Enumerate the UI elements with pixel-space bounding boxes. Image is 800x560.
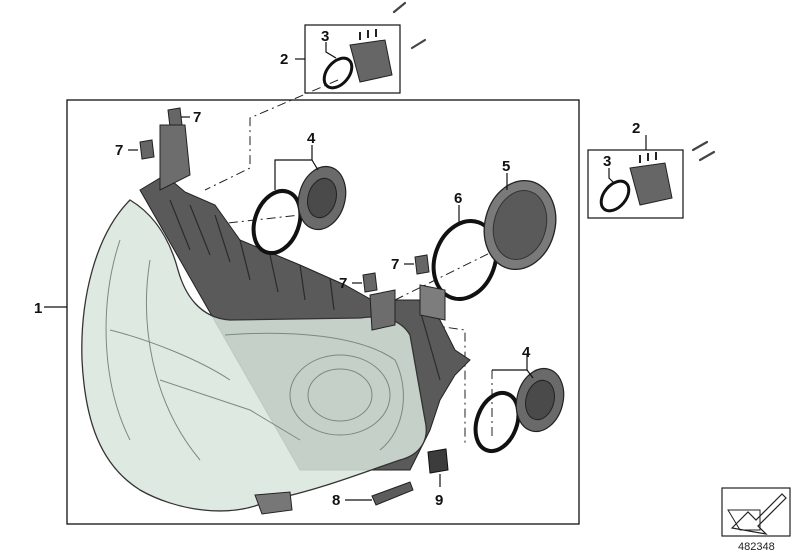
sealing-ring-upper	[251, 189, 303, 255]
sealing-ring-large	[431, 219, 499, 301]
bulb-cap-upper	[251, 165, 347, 255]
headlight-lens	[81, 199, 427, 512]
subassembly-right-parts	[599, 152, 673, 213]
arrow-navigation-icon	[721, 487, 791, 537]
subassembly-box-right	[587, 149, 684, 219]
callout-2-right: 2	[632, 120, 640, 137]
large-cover	[483, 179, 557, 271]
callout-4-upper: 4	[307, 130, 316, 147]
leader-lines	[44, 42, 647, 501]
bulb-cap-lower	[473, 367, 565, 454]
main-assembly-frame	[66, 99, 580, 525]
callout-2-top: 2	[280, 51, 288, 68]
clip-7-top	[167, 107, 183, 128]
callout-7-left: 7	[115, 142, 123, 159]
callout-3-right: 3	[603, 153, 611, 170]
screws	[392, 1, 716, 162]
clip-7-left	[139, 139, 155, 160]
callout-6: 6	[454, 190, 462, 207]
document-number: 482348	[738, 541, 775, 553]
callout-7-top: 7	[193, 109, 201, 126]
callout-8: 8	[332, 492, 340, 509]
connector-block	[427, 448, 449, 474]
clip-7-right	[414, 254, 430, 275]
sealing-ring-lower	[473, 390, 521, 454]
callout-7-mid: 7	[339, 275, 347, 292]
subassembly-top-parts	[322, 29, 393, 90]
clip-parts	[139, 107, 446, 331]
bottom-mount-tab	[254, 491, 293, 515]
clip-7-mid	[362, 272, 378, 293]
cable-connector	[371, 481, 414, 506]
headlight-assembly	[81, 174, 471, 515]
callout-7-right: 7	[391, 256, 399, 273]
callout-3-top: 3	[321, 28, 329, 45]
callout-1: 1	[34, 300, 42, 317]
callout-9: 9	[435, 492, 443, 509]
callout-4-lower: 4	[522, 344, 531, 361]
callout-5: 5	[502, 158, 510, 175]
